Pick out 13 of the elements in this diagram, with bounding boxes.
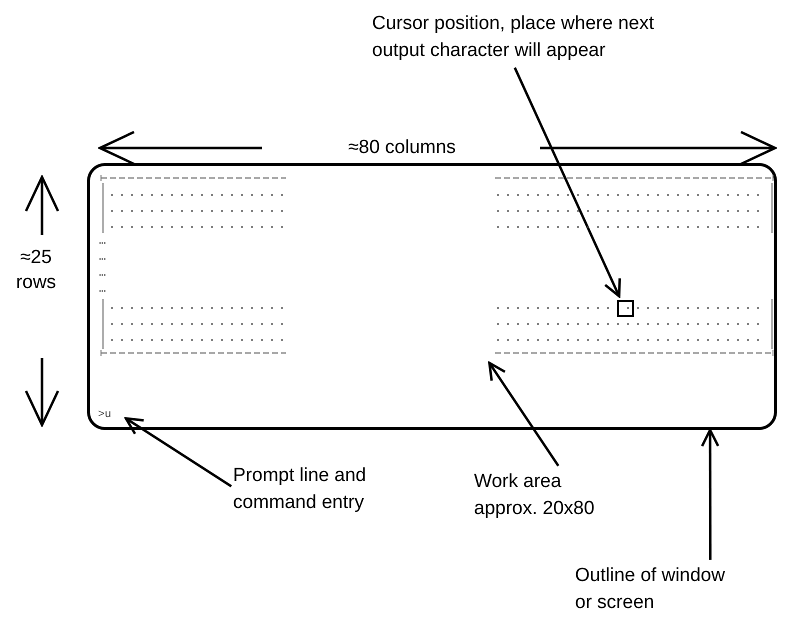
callout-text: Outline of window or screen [575, 564, 726, 615]
arrow [700, 428, 720, 560]
dimension-label: ≈80 columns [347, 136, 457, 160]
callout-text: Cursor position, place where next output character will appear [372, 12, 655, 63]
prompt-text: >u [98, 408, 112, 423]
cursor-square [617, 300, 634, 317]
arrow [124, 417, 232, 488]
callout-text: Work area approx. 20x80 [474, 470, 596, 521]
dimension-label: ≈25 rows [14, 246, 58, 295]
callout-text: Prompt line and command entry [233, 464, 368, 515]
arrow [488, 362, 560, 467]
arrow [514, 67, 621, 298]
window-outline [87, 163, 777, 430]
